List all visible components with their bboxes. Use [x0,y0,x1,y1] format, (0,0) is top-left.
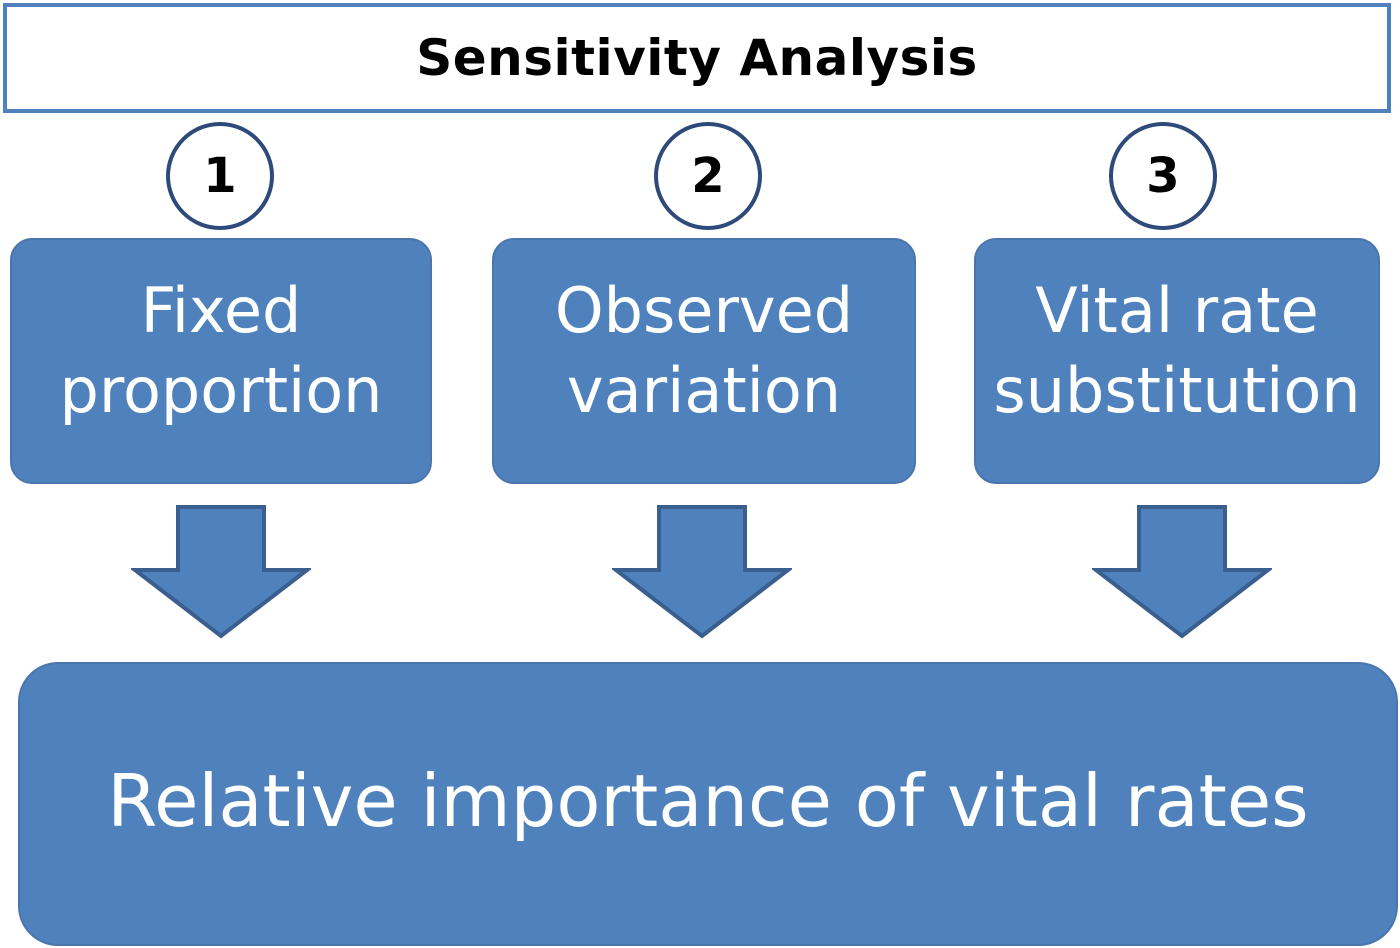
method-1-line-1: Fixed [140,274,302,347]
diagram-title: Sensitivity Analysis [416,29,978,87]
step-2-number: 2 [691,148,725,204]
result-text: Relative importance of vital rates [107,759,1309,843]
method-3-line-1: Vital rate [1035,274,1319,347]
step-1-circle: 1 [166,122,274,230]
down-arrow-icon [131,505,311,639]
method-2-line-2: variation [566,354,842,427]
down-arrow-icon [1092,505,1272,639]
result-box: Relative importance of vital rates [18,662,1398,946]
step-1-number: 1 [203,148,237,204]
method-box-vital-rate-substitution: Vital rate substitution [974,238,1380,484]
step-3-number: 3 [1146,148,1180,204]
step-2-circle: 2 [654,122,762,230]
method-3-line-2: substitution [993,354,1361,427]
down-arrow-icon [612,505,792,639]
title-box: Sensitivity Analysis [3,3,1391,113]
method-2-line-1: Observed [554,274,854,347]
method-1-line-2: proportion [59,354,383,427]
step-3-circle: 3 [1109,122,1217,230]
method-box-fixed-proportion: Fixed proportion [10,238,432,484]
method-box-observed-variation: Observed variation [492,238,916,484]
